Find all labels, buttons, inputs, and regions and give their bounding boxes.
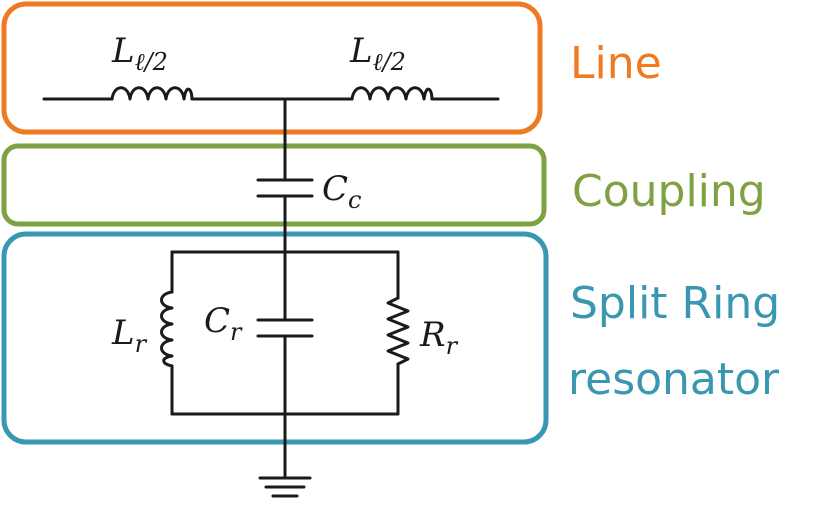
resonator-inductor-label: Lr [111,313,148,358]
resonator-box [1,231,549,445]
resonator-cap-subscript: r [230,318,243,346]
inductor-right-subscript: ℓ/2 [373,48,406,76]
coupling-cap-subscript: c [348,186,361,214]
line-label: Line [570,38,662,89]
resonator-resistor-label: Rr [419,315,459,360]
inductor-left-subscript: ℓ/2 [135,48,168,76]
ground-symbol [258,476,312,498]
coupling-cap-symbol-text: C [322,169,348,209]
resonator-inductor-symbol-text: L [111,313,135,353]
coupling-capacitor-label: Cc [322,169,361,214]
inductor-left-label: Lℓ/2 [111,31,168,76]
resonator-capacitor-label: Cr [204,301,243,346]
coupling-capacitor [256,178,314,198]
coupling-box [1,143,547,227]
resonator-resistor-symbol [386,296,410,366]
resonator-resistor-subscript: r [446,332,459,360]
resonator-inductor-subscript: r [135,330,148,358]
inductor-left-symbol [110,86,194,101]
resonator-cap-symbol-text: C [204,301,230,341]
resonator-network [160,250,410,416]
coupling-label: Coupling [572,166,766,217]
resonator-label-line1: Split Ring [570,278,780,329]
transmission-line [42,86,500,101]
resonator-inductor-symbol [160,290,174,368]
line-box [1,1,543,135]
resonator-label-line2: resonator [568,354,780,405]
inductor-right-symbol [350,86,434,101]
inductor-right-symbol-text: L [349,31,373,71]
inductor-left-symbol-text: L [111,31,135,71]
inductor-right-label: Lℓ/2 [349,31,406,76]
resonator-resistor-symbol-text: R [419,315,446,355]
